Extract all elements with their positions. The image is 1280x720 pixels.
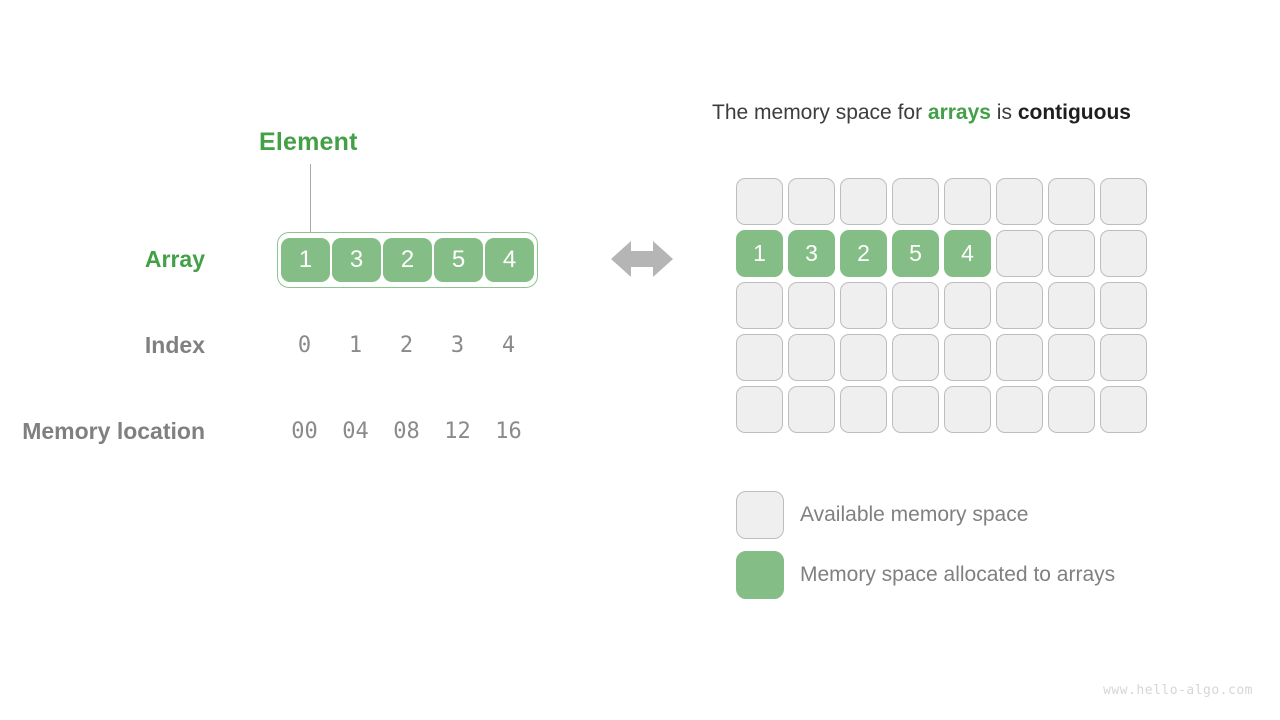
memory-cell-allocated: 5 xyxy=(892,230,939,277)
memory-cell-free xyxy=(944,386,991,433)
memory-cell-free xyxy=(1100,282,1147,329)
memory-cell-free xyxy=(840,178,887,225)
memory-cell-free xyxy=(736,178,783,225)
legend-swatch-free-icon xyxy=(736,491,784,539)
watermark: www.hello-algo.com xyxy=(1103,683,1253,698)
memory-cell-free xyxy=(788,282,835,329)
memory-cell-free xyxy=(788,386,835,433)
memory-title-contiguous-highlight: contiguous xyxy=(1017,101,1131,124)
memory-cell-free xyxy=(840,282,887,329)
memory-cell-free xyxy=(1048,230,1095,277)
memory-cell-allocated: 3 xyxy=(788,230,835,277)
array-cell: 5 xyxy=(434,238,483,282)
array-cell: 3 xyxy=(332,238,381,282)
memory-title-arrays-highlight: arrays xyxy=(927,101,991,124)
memory-cell-free xyxy=(788,334,835,381)
memory-cell-free xyxy=(996,334,1043,381)
memory-cell-free xyxy=(1100,334,1147,381)
memory-title-part2: is xyxy=(990,101,1018,124)
legend-label: Memory space allocated to arrays xyxy=(800,563,1116,586)
memory-cell-free xyxy=(1048,282,1095,329)
memory-value: 00 xyxy=(291,419,318,444)
double-arrow-horizontal-icon xyxy=(611,236,673,282)
memory-cell-free xyxy=(944,178,991,225)
memory-grid-row xyxy=(736,386,1147,433)
memory-location-row-label: Memory location xyxy=(22,418,205,444)
legend-label: Available memory space xyxy=(800,503,1029,526)
index-value: 0 xyxy=(297,333,312,358)
array-cell: 4 xyxy=(485,238,534,282)
legend-item: Memory space allocated to arrays xyxy=(736,551,1115,599)
memory-cell-allocated: 2 xyxy=(840,230,887,277)
memory-cell-free xyxy=(892,334,939,381)
memory-cell-free xyxy=(996,178,1043,225)
array-cell: 2 xyxy=(383,238,432,282)
memory-value: 12 xyxy=(444,419,471,444)
array-row-label: Array xyxy=(144,246,205,272)
memory-value: 04 xyxy=(342,419,369,444)
index-values-row: 0 1 2 3 4 xyxy=(277,333,536,358)
memory-grid-row xyxy=(736,178,1147,225)
memory-grid-row xyxy=(736,282,1147,329)
memory-cell-free xyxy=(1100,178,1147,225)
index-value: 1 xyxy=(348,333,363,358)
memory-cell-free xyxy=(892,178,939,225)
memory-cell-free xyxy=(840,386,887,433)
memory-cell-allocated: 1 xyxy=(736,230,783,277)
index-value: 3 xyxy=(450,333,465,358)
memory-cell-free xyxy=(736,334,783,381)
memory-title: The memory space for arrays is contiguou… xyxy=(712,101,1131,125)
memory-title-part1: The memory space for xyxy=(712,101,928,124)
memory-value: 16 xyxy=(495,419,522,444)
memory-grid-row xyxy=(736,334,1147,381)
memory-cell-free xyxy=(1048,386,1095,433)
memory-cell-free xyxy=(840,334,887,381)
memory-cell-free xyxy=(944,282,991,329)
memory-cell-free xyxy=(892,386,939,433)
memory-cell-free xyxy=(788,178,835,225)
element-callout-label: Element xyxy=(259,128,358,156)
memory-cell-allocated: 4 xyxy=(944,230,991,277)
memory-cell-free xyxy=(944,334,991,381)
legend-item: Available memory space xyxy=(736,491,1115,539)
memory-cell-free xyxy=(736,282,783,329)
memory-cell-free xyxy=(1048,178,1095,225)
legend-swatch-allocated-icon xyxy=(736,551,784,599)
memory-cell-free xyxy=(892,282,939,329)
memory-cell-free xyxy=(1100,386,1147,433)
memory-values-row: 00 04 08 12 16 xyxy=(277,419,536,444)
memory-cell-free xyxy=(736,386,783,433)
memory-cell-free xyxy=(996,230,1043,277)
memory-cell-free xyxy=(1100,230,1147,277)
memory-layout-panel: The memory space for arrays is contiguou… xyxy=(600,0,1280,720)
array-cell: 1 xyxy=(281,238,330,282)
memory-cell-free xyxy=(996,386,1043,433)
index-value: 2 xyxy=(399,333,414,358)
memory-cell-free xyxy=(1048,334,1095,381)
index-value: 4 xyxy=(501,333,516,358)
memory-value: 08 xyxy=(393,419,420,444)
memory-cell-free xyxy=(996,282,1043,329)
element-callout-connector-line xyxy=(310,164,311,234)
index-row-label: Index xyxy=(144,332,205,358)
